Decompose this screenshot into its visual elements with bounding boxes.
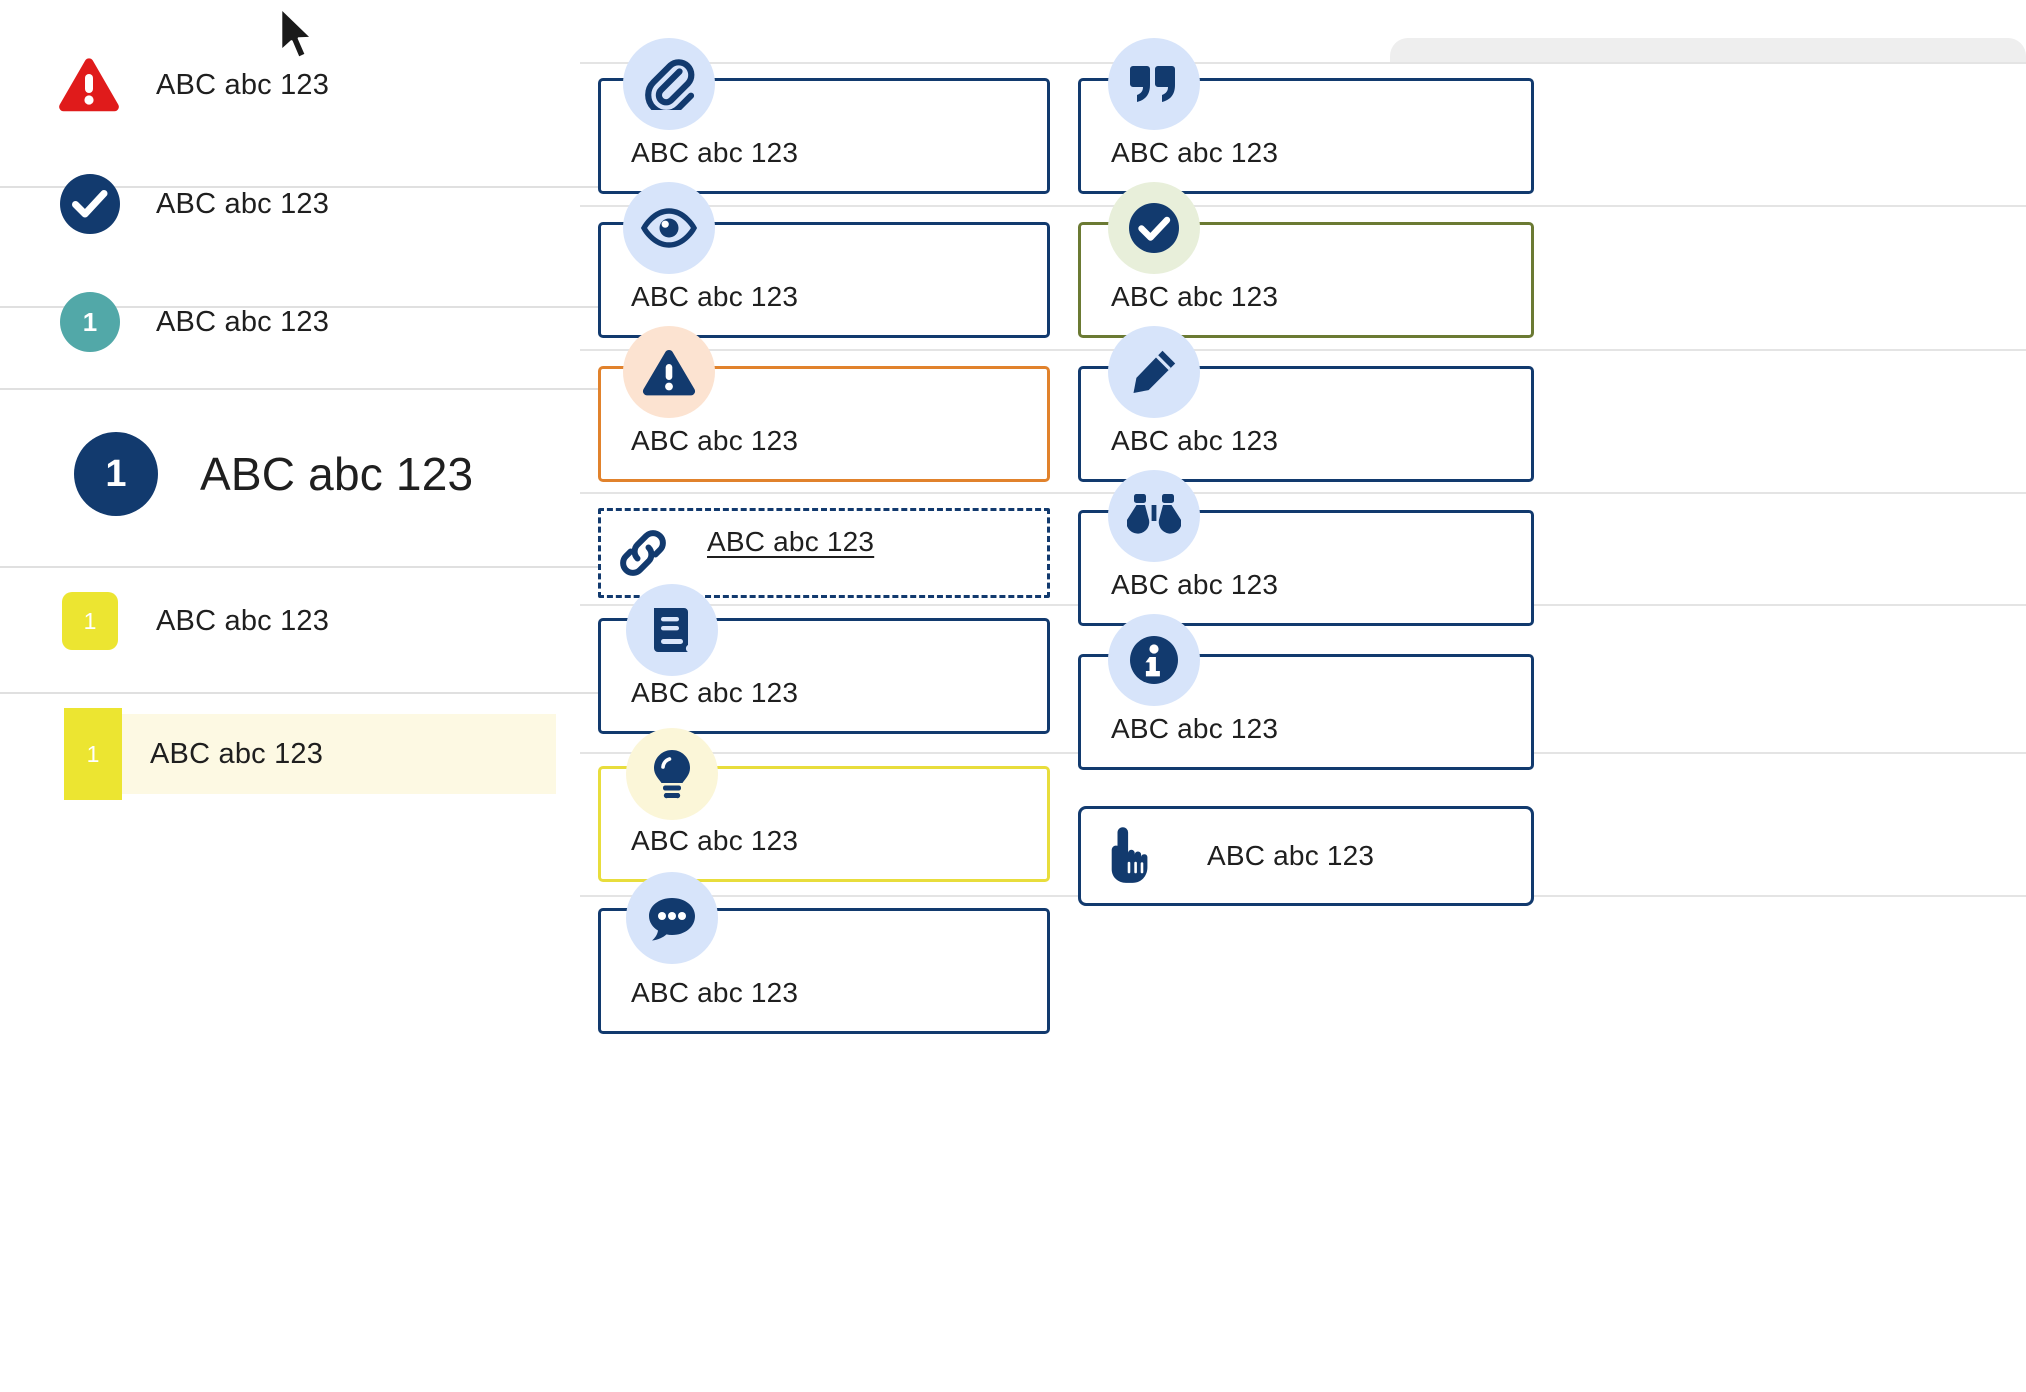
card-label: ABC abc 123 [1111, 137, 1279, 168]
eye-icon [623, 182, 715, 274]
paperclip-icon [623, 38, 715, 130]
divider [580, 492, 2026, 494]
warning-triangle-icon [623, 326, 715, 418]
card-link-label[interactable]: ABC abc 123 [707, 526, 875, 557]
card-label: ABC abc 123 [1207, 840, 1375, 871]
list-item-label: ABC abc 123 [200, 448, 474, 500]
list-item-label: ABC abc 123 [156, 604, 330, 637]
info-circle-icon [1108, 614, 1200, 706]
divider [0, 692, 758, 694]
pointing-hand-icon [1103, 827, 1155, 885]
left-list-pane: ABC abc 123 ABC abc 123 1 ABC abc 123 1 … [0, 0, 760, 1392]
divider [580, 205, 2026, 207]
card-label: ABC abc 123 [631, 281, 799, 312]
list-item-label: ABC abc 123 [150, 737, 324, 770]
divider [580, 349, 2026, 351]
check-circle-icon [1108, 182, 1200, 274]
list-item-highlighted[interactable]: 1 ABC abc 123 [64, 708, 556, 800]
list-item-label: ABC abc 123 [156, 68, 330, 101]
number-badge-square: 1 [62, 592, 118, 650]
link-chain-icon [617, 527, 669, 579]
list-item-big-number[interactable]: 1 ABC abc 123 [0, 432, 760, 516]
card-label: ABC abc 123 [631, 825, 799, 856]
list-item-teal-number[interactable]: 1 ABC abc 123 [0, 292, 760, 352]
list-item-label: ABC abc 123 [156, 187, 330, 220]
quotation-marks-icon [1108, 38, 1200, 130]
mouse-cursor [278, 6, 318, 64]
list-item-alert[interactable]: ABC abc 123 [0, 56, 760, 114]
list-item-success[interactable]: ABC abc 123 [0, 174, 760, 234]
lightbulb-icon [626, 728, 718, 820]
badge-number: 1 [105, 452, 127, 495]
card-label: ABC abc 123 [1111, 425, 1279, 456]
badge-number: 1 [86, 740, 100, 767]
list-item-yellow-number[interactable]: 1 ABC abc 123 [0, 592, 760, 650]
divider [0, 566, 758, 568]
divider [0, 186, 758, 188]
card-label: ABC abc 123 [631, 137, 799, 168]
top-panel-fill [1390, 56, 2026, 64]
list-item-label: ABC abc 123 [156, 305, 330, 338]
book-icon [626, 584, 718, 676]
pencil-icon [1108, 326, 1200, 418]
badge-number: 1 [82, 306, 98, 337]
number-badge-flat: 1 [64, 708, 122, 800]
card-label: ABC abc 123 [1111, 569, 1279, 600]
divider [0, 306, 758, 308]
warning-triangle-icon [58, 57, 120, 113]
divider [580, 62, 2026, 64]
number-badge-circle: 1 [60, 292, 120, 352]
chat-bubble-icon [626, 872, 718, 964]
check-circle-icon [60, 174, 120, 234]
card-label: ABC abc 123 [631, 677, 799, 708]
card-label: ABC abc 123 [631, 977, 799, 1008]
binoculars-icon [1108, 470, 1200, 562]
card-label: ABC abc 123 [1111, 281, 1279, 312]
card-label: ABC abc 123 [1111, 713, 1279, 744]
number-badge-circle: 1 [74, 432, 158, 516]
card-label: ABC abc 123 [631, 425, 799, 456]
card-link[interactable]: ABC abc 123 [598, 508, 1050, 598]
badge-number: 1 [83, 607, 97, 634]
card-observe[interactable]: ABC abc 123 [1078, 510, 1534, 626]
divider [0, 388, 758, 390]
card-action[interactable]: ABC abc 123 [1078, 806, 1534, 906]
